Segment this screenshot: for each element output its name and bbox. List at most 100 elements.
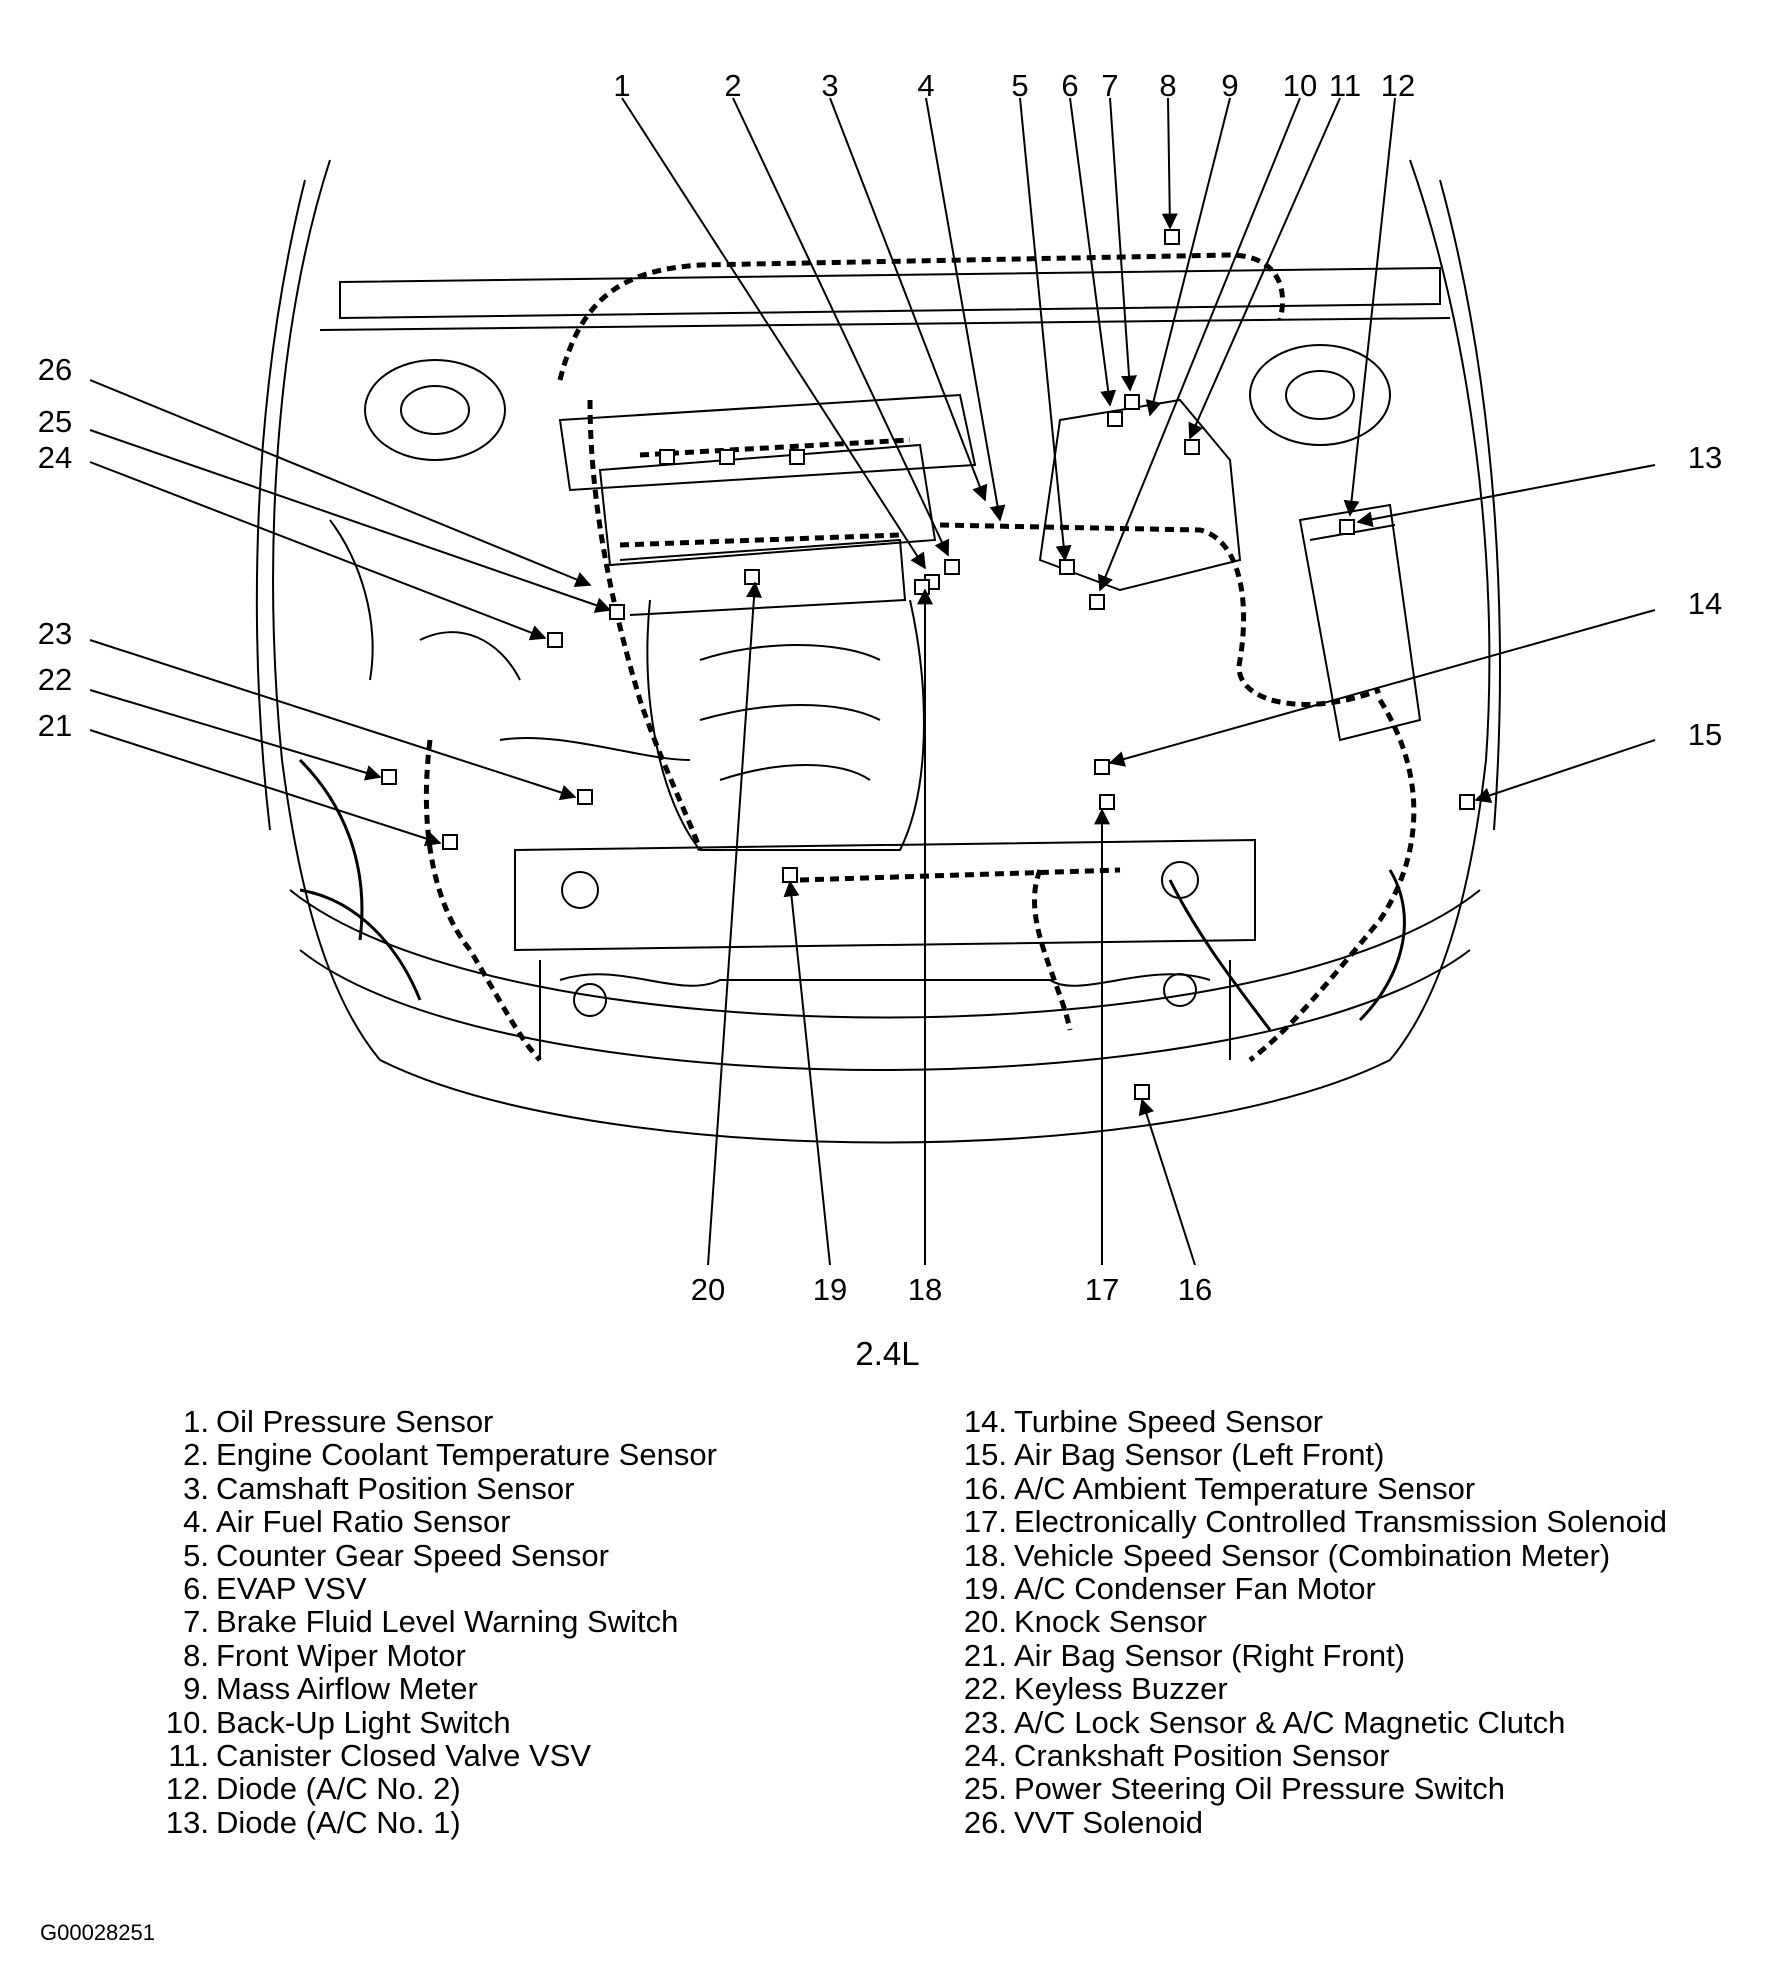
callout-21: 21 bbox=[38, 708, 72, 743]
legend-item: 25.Power Steering Oil Pressure Switch bbox=[953, 1771, 1667, 1807]
engine-compartment-diagram: 1 2 3 4 5 6 7 8 9 10 11 12 26 25 24 23 2… bbox=[38, 68, 1722, 1307]
legend-label: Vehicle Speed Sensor (Combination Meter) bbox=[1014, 1537, 1611, 1573]
callout-2: 2 bbox=[724, 68, 741, 103]
callout-4: 4 bbox=[917, 68, 934, 103]
leader-7 bbox=[1109, 97, 1137, 392]
legend-label: Oil Pressure Sensor bbox=[216, 1404, 494, 1439]
legend-item: 11.Canister Closed Valve VSV bbox=[155, 1738, 717, 1774]
callout-7: 7 bbox=[1101, 68, 1118, 103]
legend-number: 15. bbox=[963, 1437, 1007, 1473]
legend-number: 23. bbox=[963, 1704, 1007, 1740]
leader-15 bbox=[1474, 739, 1656, 804]
legend-left-column: 1.Oil Pressure Sensor 2.Engine Coolant T… bbox=[155, 1404, 717, 1840]
legend-item: 5.Counter Gear Speed Sensor bbox=[155, 1537, 717, 1573]
legend-right-column: 14.Turbine Speed Sensor 15.Air Bag Senso… bbox=[953, 1404, 1668, 1840]
legend-label: Canister Closed Valve VSV bbox=[216, 1738, 592, 1774]
leader-4 bbox=[925, 97, 1006, 522]
legend-item: 24.Crankshaft Position Sensor bbox=[953, 1738, 1667, 1774]
legend-number: 14. bbox=[963, 1404, 1007, 1439]
callout-19: 19 bbox=[813, 1272, 847, 1307]
legend-number: 13. bbox=[165, 1804, 209, 1840]
callout-22: 22 bbox=[38, 662, 72, 697]
legend-number: 4. bbox=[183, 1504, 209, 1540]
leader-13 bbox=[1356, 464, 1656, 528]
legend-number: 26. bbox=[963, 1804, 1007, 1840]
legend-item: 19.A/C Condenser Fan Motor bbox=[953, 1571, 1667, 1607]
legend-label: Keyless Buzzer bbox=[1014, 1671, 1228, 1707]
callout-16: 16 bbox=[1178, 1272, 1212, 1307]
legend-number: 11. bbox=[168, 1738, 209, 1774]
legend-label: Diode (A/C No. 1) bbox=[216, 1804, 461, 1840]
legend-item: 7.Brake Fluid Level Warning Switch bbox=[155, 1604, 717, 1640]
legend-item: 14.Turbine Speed Sensor bbox=[953, 1404, 1667, 1439]
callout-18: 18 bbox=[908, 1272, 942, 1307]
legend-number: 2. bbox=[183, 1437, 209, 1473]
legend-number: 12. bbox=[165, 1771, 209, 1807]
legend-item: 1.Oil Pressure Sensor bbox=[155, 1404, 717, 1439]
leader-5 bbox=[1019, 97, 1072, 562]
legend-label: Air Bag Sensor (Left Front) bbox=[1014, 1437, 1385, 1473]
legend-label: EVAP VSV bbox=[216, 1571, 367, 1607]
legend-number: 10. bbox=[165, 1704, 209, 1740]
legend-label: A/C Condenser Fan Motor bbox=[1014, 1571, 1376, 1607]
leader-10 bbox=[1098, 97, 1301, 592]
callout-5: 5 bbox=[1011, 68, 1028, 103]
legend-number: 8. bbox=[183, 1637, 209, 1673]
leader-11 bbox=[1188, 97, 1341, 440]
leader-lines bbox=[89, 97, 1656, 1266]
leader-3 bbox=[829, 97, 988, 502]
leader-23 bbox=[89, 639, 577, 801]
leader-6 bbox=[1069, 97, 1117, 407]
legend-number: 19. bbox=[963, 1571, 1007, 1607]
legend-number: 25. bbox=[963, 1771, 1007, 1807]
legend-label: Diode (A/C No. 2) bbox=[216, 1771, 461, 1807]
legend-item: 9.Mass Airflow Meter bbox=[155, 1671, 717, 1707]
legend-label: Counter Gear Speed Sensor bbox=[216, 1537, 609, 1573]
callout-17: 17 bbox=[1085, 1272, 1119, 1307]
legend-item: 18.Vehicle Speed Sensor (Combination Met… bbox=[953, 1537, 1667, 1573]
wiring-harness bbox=[423, 252, 1417, 1062]
legend-label: Brake Fluid Level Warning Switch bbox=[216, 1604, 679, 1640]
legend-item: 21.Air Bag Sensor (Right Front) bbox=[953, 1638, 1667, 1672]
legend-item: 3.Camshaft Position Sensor bbox=[155, 1470, 717, 1506]
legend-item: 22.Keyless Buzzer bbox=[953, 1671, 1667, 1707]
legend-number: 3. bbox=[183, 1470, 209, 1506]
legend-number: 24. bbox=[963, 1738, 1007, 1774]
figure-id: G00028251 bbox=[40, 1920, 155, 1945]
legend-item: 15.Air Bag Sensor (Left Front) bbox=[953, 1437, 1667, 1473]
callout-15: 15 bbox=[1688, 717, 1722, 752]
leader-22 bbox=[89, 689, 382, 781]
callout-9: 9 bbox=[1221, 68, 1238, 103]
callout-26: 26 bbox=[38, 352, 72, 387]
legend-item: 26.VVT Solenoid bbox=[953, 1804, 1667, 1840]
legend-label: A/C Lock Sensor & A/C Magnetic Clutch bbox=[1014, 1704, 1566, 1740]
callout-10: 10 bbox=[1283, 68, 1317, 103]
callout-24: 24 bbox=[38, 440, 72, 475]
legend-label: Electronically Controlled Transmission S… bbox=[1014, 1504, 1668, 1540]
leader-24 bbox=[89, 461, 547, 641]
legend-number: 5. bbox=[183, 1537, 209, 1573]
legend-number: 17. bbox=[963, 1504, 1007, 1540]
legend-label: Crankshaft Position Sensor bbox=[1014, 1738, 1390, 1774]
legend-label: Mass Airflow Meter bbox=[216, 1671, 478, 1707]
legend-label: Engine Coolant Temperature Sensor bbox=[216, 1437, 717, 1473]
leader-2 bbox=[732, 97, 950, 557]
legend-item: 6.EVAP VSV bbox=[155, 1571, 717, 1607]
callout-20: 20 bbox=[691, 1272, 725, 1307]
callout-8: 8 bbox=[1159, 68, 1176, 103]
legend-item: 8.Front Wiper Motor bbox=[155, 1637, 717, 1673]
leader-25 bbox=[89, 429, 612, 613]
leader-12 bbox=[1343, 97, 1396, 517]
legend-item: 12.Diode (A/C No. 2) bbox=[155, 1771, 717, 1807]
legend-label: Turbine Speed Sensor bbox=[1014, 1404, 1324, 1439]
leader-16 bbox=[1138, 1098, 1196, 1266]
legend-number: 20. bbox=[963, 1604, 1007, 1640]
callout-11: 11 bbox=[1329, 68, 1361, 103]
callout-14: 14 bbox=[1688, 586, 1722, 621]
callout-numbers: 1 2 3 4 5 6 7 8 9 10 11 12 26 25 24 23 2… bbox=[38, 68, 1722, 1307]
leader-9 bbox=[1145, 97, 1231, 417]
callout-12: 12 bbox=[1381, 68, 1415, 103]
legend-item: 2.Engine Coolant Temperature Sensor bbox=[155, 1437, 717, 1473]
legend-item: 13.Diode (A/C No. 1) bbox=[155, 1804, 717, 1840]
leader-19 bbox=[783, 880, 831, 1266]
